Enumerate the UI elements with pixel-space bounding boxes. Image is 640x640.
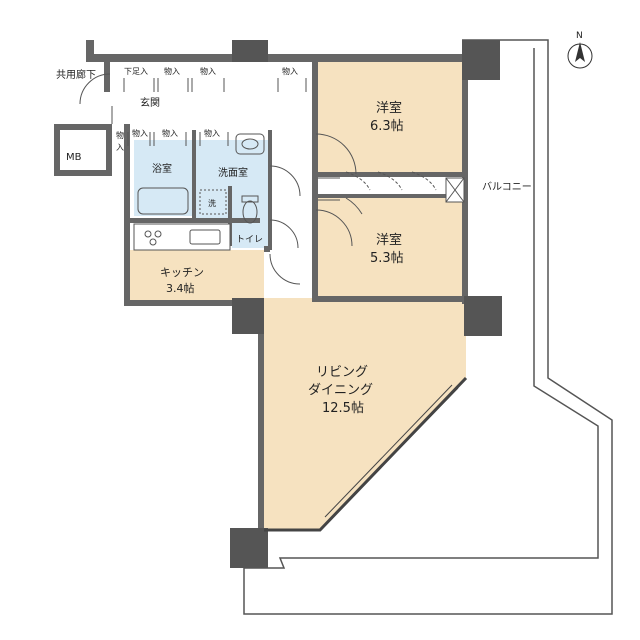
toilet-name: トイレ	[236, 235, 263, 245]
western-room-1-name: 洋室	[376, 100, 402, 116]
closet-label-5: 物入	[162, 128, 178, 138]
closet-label-3: 物入	[282, 66, 298, 76]
pillars	[230, 40, 502, 568]
shoe-storage-label: 下足入	[124, 67, 148, 76]
western-room-2-size: 5.3帖	[370, 251, 404, 266]
wash-basin	[235, 133, 265, 155]
compass-icon	[567, 42, 593, 69]
kitchen-floor	[130, 250, 264, 306]
closet-label-6: 物入	[204, 128, 220, 138]
sink-icon	[189, 229, 221, 245]
toilet-tank	[241, 195, 259, 203]
living-window-wall	[264, 376, 468, 532]
kitchen-name: キッチン	[160, 266, 204, 279]
walls	[54, 40, 468, 538]
closet-vertical-top: 物	[116, 130, 124, 140]
kitchen-size: 3.4帖	[166, 282, 195, 295]
toilet-bowl	[242, 200, 258, 224]
washer-space	[199, 189, 227, 215]
door-swings	[79, 73, 357, 285]
living-size: 12.5帖	[322, 401, 364, 416]
bath-name: 浴室	[152, 162, 172, 175]
closet-label-2: 物入	[200, 66, 216, 76]
western-room-2-name: 洋室	[376, 232, 402, 248]
balcony-name: バルコニー	[482, 181, 532, 193]
corridor-name: 共用廊下	[56, 68, 96, 81]
bathtub	[137, 187, 189, 215]
closet-doors	[123, 78, 437, 215]
western-room-2-floor	[316, 196, 466, 298]
hallway-floor	[108, 62, 316, 122]
washer-label: 洗	[208, 198, 216, 208]
western-room-1-floor	[316, 62, 466, 174]
closet-vertical-bottom: 入	[116, 143, 124, 152]
compass-letter: N	[576, 31, 583, 41]
mb-name: MB	[66, 152, 82, 163]
entrance-name: 玄関	[140, 96, 160, 109]
stove-icon	[144, 230, 162, 246]
washroom-name: 洗面室	[218, 166, 248, 179]
living-dining-floor	[262, 298, 466, 530]
kitchen-counter	[133, 223, 231, 251]
living-name-1: リビング	[316, 365, 368, 380]
living-sliding-window	[329, 387, 459, 521]
bath-floor	[134, 140, 192, 216]
basin-bowl	[241, 138, 259, 150]
closet-label-4: 物入	[132, 128, 148, 138]
living-name-2: ダイニング	[308, 383, 373, 398]
western-room-1-size: 6.3帖	[370, 119, 404, 134]
closet-label-1: 物入	[164, 66, 180, 76]
